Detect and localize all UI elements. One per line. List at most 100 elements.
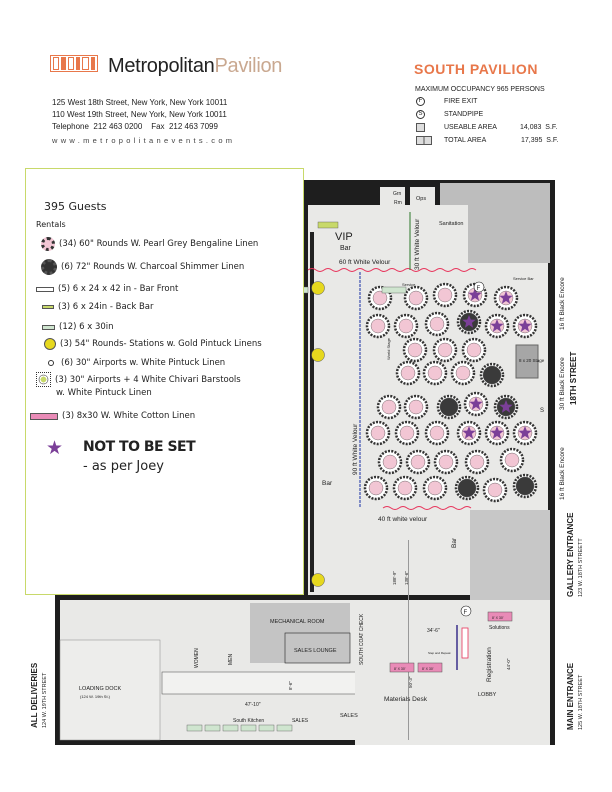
table-layout [311,281,538,587]
lobby-label: LOBBY [478,692,497,698]
pearl-round-table [397,480,413,496]
useable-area-icon [416,123,425,132]
materials-table-2-label: 8' X 30' [422,667,434,671]
encore-16b-label: 16 ft Black Encore [559,447,566,500]
lobby-area [355,600,550,745]
vip-bar-label: Bar [340,245,352,252]
pearl-round-table [408,290,424,306]
charcoal-round-table [457,478,477,498]
street-18-label: 18TH STREET [569,352,578,405]
legend-item: (6) 30" Airports w. White Pintuck Linen [61,358,226,368]
ops-label: Ops [416,196,426,202]
sales-lounge-label: SALES LOUNGE [294,648,337,654]
registration-desk [461,627,469,659]
materials-table-1 [389,662,415,673]
star-icon [518,426,532,439]
stage-label: 8 x 20 Stage [519,358,545,363]
star-icon [499,400,513,413]
fire-exit-icon [460,605,472,617]
back-bar-icon [42,305,54,309]
website[interactable]: www.metropolitanevents.com [52,136,236,145]
sales-kitchen-label: SALES [292,718,309,724]
key-label: TOTAL AREA [444,137,487,144]
bar-front-icon [36,286,54,292]
gallery-entrance-label: GALLERY ENTRANCE [566,512,575,597]
service-table [381,286,407,294]
brand-primary: Metropolitan [108,55,215,77]
kitchen-table [222,724,239,732]
stair-core [468,183,550,263]
pearl-round-table [381,399,397,415]
legend-item: (3) 54" Rounds- Stations w. Gold Pintuck… [60,339,262,349]
legend-item: (34) 60" Rounds W. Pearl Grey Bengaline … [59,239,259,249]
pearl-round-table [469,454,485,470]
velour-30-label: 30 ft White Velour [414,218,421,270]
station-round-table [311,348,325,362]
star-icon [469,397,483,410]
star-icon [490,426,504,439]
pearl-round-table [427,480,443,496]
guest-count: 395 Guests [44,200,107,213]
dim-50-label: 50'-3" [408,676,413,688]
phone-line: Telephone 212 463 0200 Fax 212 463 7099 [52,122,218,131]
loading-dock-area [59,639,161,741]
six-by-thirty-icon [42,324,55,330]
pearl-round-table [427,365,443,381]
star-icon [490,319,504,332]
brand-logo [50,55,98,72]
fire-exit-mark: F [477,286,481,292]
step-repeat-label: Step and Repeat [428,651,451,655]
dim-44-label: 44'-0" [506,658,511,670]
pearl-round-icon [41,237,55,251]
legend-item: (3) 30" Airports + 4 White Chivari Barst… [55,374,241,385]
not-to-be-set-label: NOT TO BE SET [83,439,196,455]
gallery-address-label: 123 W. 18TH STREETT [578,538,584,597]
dim-34-label: 34'-6" [427,628,440,634]
kitchen-table [240,724,257,732]
legend-item: (12) 6 x 30in [59,322,114,332]
legend-item: (3) 6 x 24in - Back Bar [58,302,154,312]
station-round-table [311,573,325,587]
gridline [408,540,409,740]
main-entrance-label: MAIN ENTRANCE [566,662,575,730]
green-room-label: Grn [393,191,402,197]
star-icon [499,291,513,304]
velour-60-label: 60 ft White Velour [339,259,391,266]
star-icon [468,288,482,301]
stairs-top [440,183,470,205]
dim-8-label: 8'-6" [288,681,293,690]
solutions-table-label: 8' X 30' [492,616,504,620]
brand-name: MetropolitanPavilion [108,55,282,78]
star-icon [462,315,476,328]
pearl-round-table [504,452,520,468]
bar-label-south: Bar [451,537,458,548]
key-label: USEABLE AREA [444,124,497,131]
pearl-round-table [370,318,386,334]
max-occupancy: MAXIMUM OCCUPANCY 965 PERSONS [415,86,545,93]
key-label: FIRE EXIT [444,98,478,105]
vip-label: VIP [335,231,353,243]
pearl-round-table [407,342,423,358]
loading-dock-label: LOADING DOCK [79,686,122,692]
stair-core-south [470,510,550,600]
all-deliveries-label: ALL DELIVERIES [30,662,39,728]
key-value: 17,395 S.F. [521,137,559,144]
loading-dock-address-label: (124 W. 19th St.) [80,694,111,699]
materials-table-2 [417,662,443,673]
pearl-round-table [372,290,388,306]
mechanical-room-label: MECHANICAL ROOM [270,619,325,625]
standpipe-mark: S [540,408,544,414]
ops-room [410,187,435,207]
star-icon [462,426,476,439]
legend-item: (3) 8x30 W. White Cotton Linen [62,411,196,421]
pearl-round-table [382,454,398,470]
materials-desk-label: Materials Desk [384,696,428,703]
pearl-round-table [437,342,453,358]
charcoal-round-icon [41,259,57,275]
pearl-round-table [487,482,503,498]
velour-90-label: 90 ft White Velour [352,423,359,475]
pearl-round-table [429,316,445,332]
vip-back-bar [317,221,339,229]
airport-barstool-icon [36,372,51,387]
